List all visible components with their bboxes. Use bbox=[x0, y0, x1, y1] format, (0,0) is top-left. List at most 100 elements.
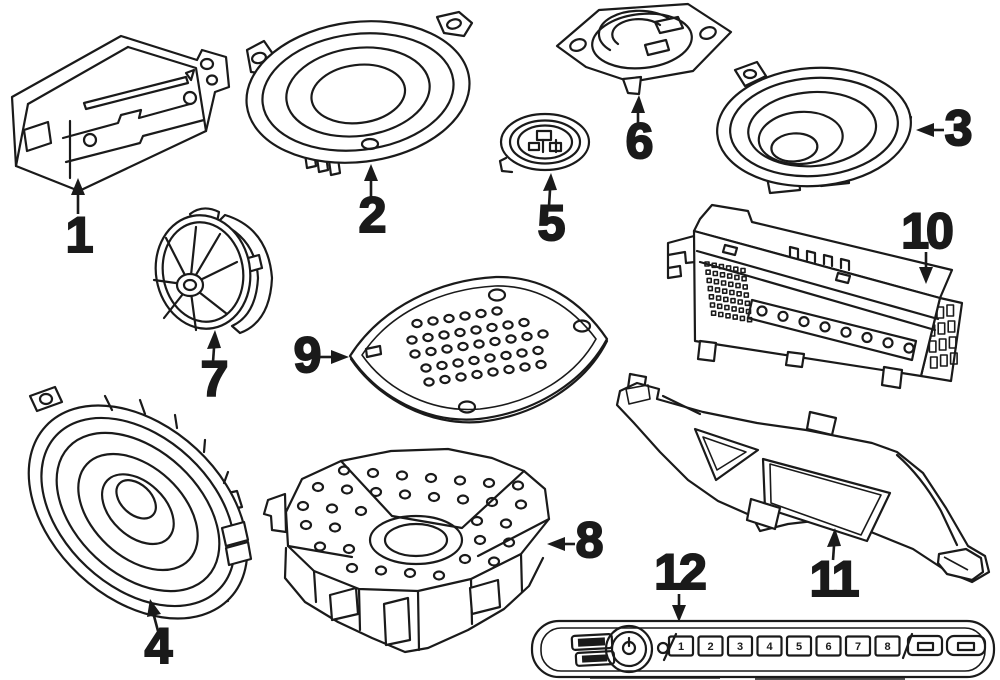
enclosure-hole bbox=[398, 489, 412, 500]
vent-hole bbox=[716, 303, 723, 310]
callout-number: 12 bbox=[654, 544, 705, 600]
enclosure-hole bbox=[458, 553, 472, 565]
callout-5: 5 bbox=[537, 173, 569, 252]
preset-label: 2 bbox=[707, 641, 713, 653]
grille-hole bbox=[489, 336, 501, 347]
grille-hole bbox=[516, 348, 528, 358]
grille-hole bbox=[521, 331, 533, 342]
vent-hole bbox=[727, 281, 734, 288]
vent-hole bbox=[714, 287, 721, 293]
callout-number: 5 bbox=[538, 195, 565, 251]
vent-hole bbox=[741, 275, 747, 282]
callout-12: 12 bbox=[653, 543, 709, 622]
grille-hole bbox=[420, 363, 432, 373]
enclosure-hole bbox=[325, 503, 339, 514]
enclosure-hole bbox=[487, 556, 501, 567]
preset-button-6[interactable]: 6 bbox=[815, 635, 842, 657]
vent-hole bbox=[743, 292, 750, 298]
arrowhead-up bbox=[147, 599, 161, 617]
enclosure-hole bbox=[482, 477, 496, 489]
preset-button-8[interactable]: 8 bbox=[874, 635, 901, 657]
vent-hole bbox=[707, 285, 714, 292]
enclosure-hole bbox=[502, 537, 516, 548]
grille-hole bbox=[500, 350, 512, 361]
panel-left-button-upper[interactable] bbox=[570, 633, 614, 651]
vent-hole bbox=[712, 270, 719, 277]
grille-hole bbox=[427, 316, 439, 326]
part-subwoofer-enclosure bbox=[262, 447, 551, 654]
power-icon bbox=[621, 636, 637, 656]
grille-hole bbox=[468, 355, 480, 366]
vent-hole bbox=[734, 274, 740, 281]
part-amplifier-module bbox=[666, 203, 964, 390]
preset-label: 7 bbox=[855, 641, 861, 653]
vent-hole bbox=[711, 262, 718, 269]
preset-button-2[interactable]: 2 bbox=[697, 635, 724, 657]
grille-hole bbox=[471, 369, 483, 380]
grille-hole bbox=[425, 346, 437, 357]
seek-left-button[interactable] bbox=[906, 634, 944, 657]
callout-2: 2 bbox=[358, 164, 389, 244]
vent-hole bbox=[736, 290, 742, 297]
preset-button-3[interactable]: 3 bbox=[726, 635, 754, 657]
vent-hole bbox=[739, 315, 746, 322]
illegible-label-bar bbox=[577, 637, 606, 647]
callout-number: 4 bbox=[145, 618, 173, 674]
grille-hole bbox=[406, 335, 418, 345]
vent-hole bbox=[704, 261, 710, 267]
grille-hole-field bbox=[406, 306, 549, 387]
screw-hole bbox=[777, 310, 789, 322]
part-radio-control-face-panel: 1 2 3 4 5 6 7 8 bbox=[530, 619, 996, 680]
enclosure-hole bbox=[296, 500, 310, 512]
vent-hole bbox=[722, 296, 729, 303]
enclosure-hole bbox=[374, 565, 388, 576]
grille-hole bbox=[455, 372, 467, 382]
seek-right-button[interactable] bbox=[945, 634, 987, 657]
vent-hole bbox=[731, 306, 737, 312]
arrowhead-down bbox=[672, 605, 686, 622]
preset-label: 8 bbox=[884, 641, 890, 653]
grille-hole bbox=[459, 311, 471, 321]
callout-9: 9 bbox=[293, 326, 349, 384]
connector-pin-slot bbox=[946, 304, 955, 317]
part-round-door-speaker bbox=[245, 10, 474, 177]
grille-hole bbox=[443, 313, 455, 324]
vent-hole bbox=[720, 280, 727, 286]
grille-hole bbox=[518, 317, 530, 328]
preset-button-4[interactable]: 4 bbox=[756, 635, 783, 657]
vent-hole bbox=[719, 271, 726, 278]
preset-label: 3 bbox=[737, 641, 743, 653]
illegible-label-bar bbox=[581, 654, 608, 663]
screw-hole bbox=[756, 305, 768, 317]
screw-hole bbox=[903, 342, 915, 354]
callout-number: 8 bbox=[576, 512, 603, 568]
enclosure-hole bbox=[395, 470, 409, 481]
arrowhead-up bbox=[543, 173, 557, 191]
grille-hole bbox=[486, 322, 498, 333]
enclosure-hole bbox=[369, 486, 383, 498]
enclosure-hole bbox=[470, 515, 484, 527]
enclosure-hole bbox=[499, 518, 513, 529]
preset-button-1[interactable]: 1 bbox=[667, 635, 695, 657]
connector-pin-slot bbox=[939, 354, 948, 367]
grille-hole bbox=[422, 332, 434, 343]
bar-icon bbox=[916, 641, 935, 652]
amplifier-screw-holes bbox=[756, 305, 915, 354]
vent-hole bbox=[709, 302, 716, 308]
connector-pin-slot bbox=[928, 340, 937, 353]
arrowhead-up bbox=[207, 330, 221, 349]
vent-hole bbox=[717, 311, 724, 318]
connector-pin-slot bbox=[949, 352, 958, 365]
grille-hole bbox=[519, 362, 531, 372]
grille-hole bbox=[457, 341, 469, 352]
callout-number: 11 bbox=[810, 551, 859, 607]
grille-hole bbox=[452, 358, 464, 368]
callout-number: 9 bbox=[294, 327, 320, 383]
enclosure-hole bbox=[342, 543, 356, 555]
volume-knob[interactable] bbox=[604, 624, 654, 674]
vent-hole bbox=[732, 314, 739, 320]
preset-button-7[interactable]: 7 bbox=[844, 635, 872, 657]
preset-button-5[interactable]: 5 bbox=[785, 635, 813, 657]
